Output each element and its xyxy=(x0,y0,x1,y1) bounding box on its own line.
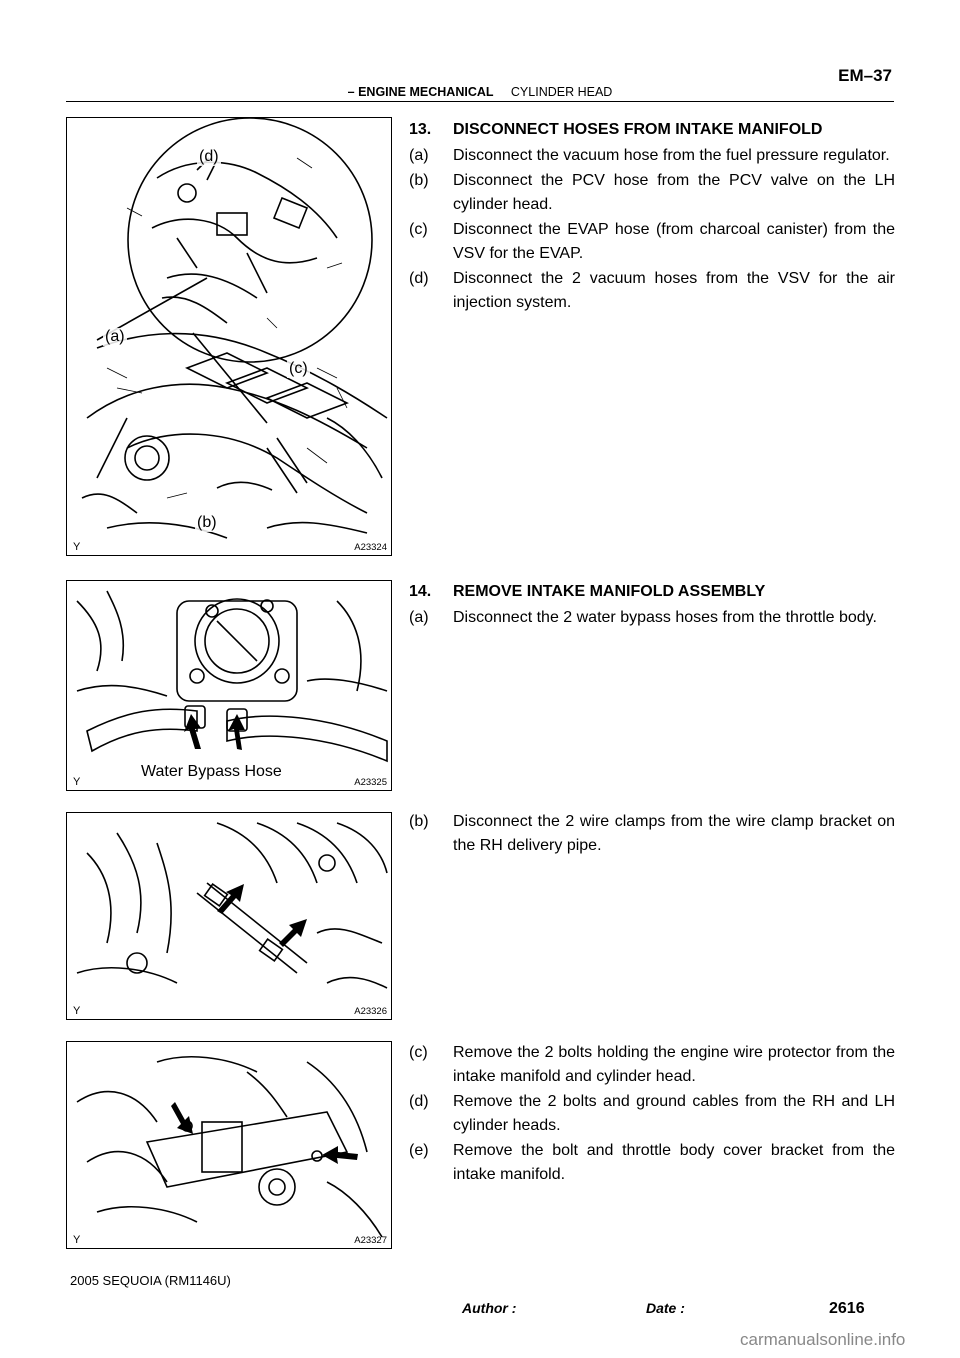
figure-id: A23327 xyxy=(354,1235,387,1246)
callout-b: (b) xyxy=(195,514,219,532)
step-number: 14. xyxy=(409,583,432,600)
footer-model: 2005 SEQUOIA (RM1146U) xyxy=(70,1273,231,1288)
list-item: (d)Remove the 2 bolts and ground cables … xyxy=(409,1093,895,1134)
footer-date-label: Date : xyxy=(646,1300,685,1316)
figure-id: A23326 xyxy=(354,1006,387,1017)
list-item: (a)Disconnect the vacuum hose from the f… xyxy=(409,146,890,164)
step-title: REMOVE INTAKE MANIFOLD ASSEMBLY xyxy=(453,583,766,600)
watermark: carmanualsonline.info xyxy=(740,1330,906,1349)
step-title: DISCONNECT HOSES FROM INTAKE MANIFOLD xyxy=(453,121,823,138)
figure-a23326: Y A23326 xyxy=(66,812,392,1020)
step-14: 14. REMOVE INTAKE MANIFOLD ASSEMBLY (a)Di… xyxy=(409,580,895,631)
subsection-name: CYLINDER HEAD xyxy=(510,85,613,99)
step-13: 13. DISCONNECT HOSES FROM INTAKE MANIFOLD… xyxy=(409,118,895,316)
list-item: (b)Disconnect the PCV hose from the PCV … xyxy=(409,172,895,213)
header-rule xyxy=(66,101,894,102)
list-item: (e)Remove the bolt and throttle body cov… xyxy=(409,1142,895,1183)
list-item: (c)Remove the 2 bolts holding the engine… xyxy=(409,1044,895,1085)
footer-author-label: Author : xyxy=(462,1300,517,1316)
callout-a: (a) xyxy=(103,328,127,346)
figure-a23325: Water Bypass Hose Y A23325 xyxy=(66,580,392,791)
y-mark: Y xyxy=(73,1005,81,1017)
step-number: 13. xyxy=(409,121,432,138)
delivery-pipe-illustration xyxy=(76,822,388,989)
throttle-body-illustration xyxy=(76,590,388,763)
y-mark: Y xyxy=(73,541,81,553)
step-14-c: (c)Remove the 2 bolts holding the engine… xyxy=(409,1041,895,1188)
list-item: (d)Disconnect the 2 vacuum hoses from th… xyxy=(409,270,895,311)
footer-page-number: 2616 xyxy=(829,1300,865,1317)
y-mark: Y xyxy=(73,1234,81,1246)
wire-protector-illustration xyxy=(76,1056,383,1238)
y-mark: Y xyxy=(73,776,81,788)
page-code: EM–37 xyxy=(838,66,892,85)
list-item: (c)Disconnect the EVAP hose (from charco… xyxy=(409,221,895,262)
section-name: – ENGINE MECHANICAL xyxy=(347,85,494,99)
section-title: – ENGINE MECHANICAL CYLINDER HEAD xyxy=(0,85,960,99)
step-14-heading: 14. REMOVE INTAKE MANIFOLD ASSEMBLY xyxy=(409,580,895,604)
figure-id: A23325 xyxy=(354,777,387,788)
list-item: (b)Disconnect the 2 wire clamps from the… xyxy=(409,813,895,854)
engine-intake-illustration xyxy=(81,118,388,539)
step-13-heading: 13. DISCONNECT HOSES FROM INTAKE MANIFOLD xyxy=(409,118,895,142)
figure-id: A23324 xyxy=(354,542,387,553)
callout-c: (c) xyxy=(287,360,310,378)
caption-water-bypass-hose: Water Bypass Hose xyxy=(139,763,284,781)
step-14-b: (b)Disconnect the 2 wire clamps from the… xyxy=(409,810,895,859)
figure-a23327: Y A23327 xyxy=(66,1041,392,1249)
figure-a23324: (d) (a) (c) (b) Y A23324 xyxy=(66,117,392,556)
list-item: (a)Disconnect the 2 water bypass hoses f… xyxy=(409,608,877,626)
callout-d: (d) xyxy=(197,148,221,166)
